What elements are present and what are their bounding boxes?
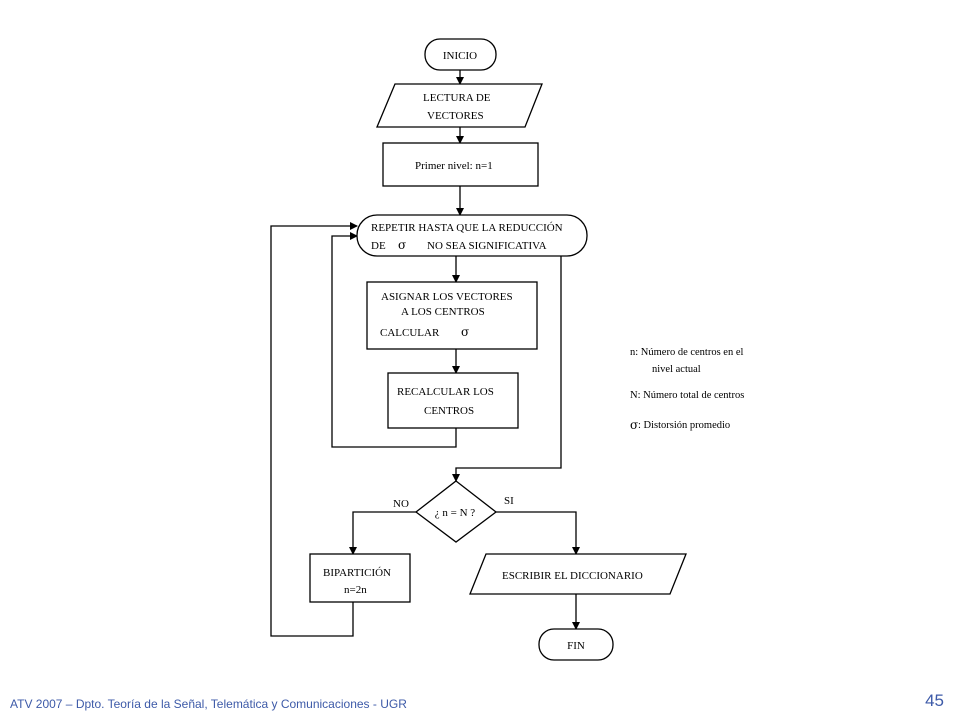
recalc-centers-node: RECALCULAR LOS CENTROS	[387, 372, 519, 429]
page-number: 45	[925, 691, 944, 710]
connectors	[270, 70, 580, 637]
legend-sigma-text: : Distorsión promedio	[638, 420, 730, 431]
sigma-symbol: σ	[461, 325, 469, 339]
decision-node: ¿ n = N ?	[414, 480, 498, 543]
start-label: INICIO	[443, 50, 477, 62]
legend-N-line: N: Número total de centros	[630, 390, 744, 401]
legend: n: Número de centros en el nivel actual …	[630, 347, 744, 432]
start-node: INICIO	[424, 38, 497, 71]
loop-label-line2: NO SEA SIGNIFICATIVA	[427, 240, 547, 252]
init-label: Primer nivel: n=1	[415, 160, 493, 172]
assign-vectors-node: ASIGNAR LOS VECTORES A LOS CENTROS CALCU…	[366, 281, 538, 350]
legend-n-line2: nivel actual	[652, 364, 701, 375]
bipartition-node: BIPARTICIÓN n=2n	[309, 553, 411, 603]
loop-label-line1: REPETIR HASTA QUE LA REDUCCIÓN	[371, 222, 563, 234]
write-dictionary-node: ESCRIBIR EL DICCIONARIO	[469, 553, 687, 595]
write-label: ESCRIBIR EL DICCIONARIO	[502, 570, 643, 582]
end-node: FIN	[538, 628, 614, 661]
loop-label-de: DE	[371, 240, 386, 252]
split-label-line1: BIPARTICIÓN	[323, 567, 391, 579]
assign-label-line1: ASIGNAR LOS VECTORES	[381, 291, 513, 303]
read-vectors-node: LECTURA DE VECTORES	[376, 83, 543, 128]
split-label-line2: n=2n	[344, 584, 367, 596]
init-level-node: Primer nivel: n=1	[382, 142, 539, 187]
decision-label: ¿ n = N ?	[435, 507, 476, 519]
legend-n-line1: n: Número de centros en el	[630, 347, 744, 358]
read-label-line2: VECTORES	[427, 110, 484, 122]
assign-calc-label: CALCULAR	[380, 327, 440, 339]
assign-label-line2: A LOS CENTROS	[401, 306, 485, 318]
no-branch-label: NO	[393, 498, 409, 510]
recalc-label-line1: RECALCULAR LOS	[397, 386, 494, 398]
legend-sigma-symbol: σ	[630, 418, 638, 432]
repeat-loop-node: REPETIR HASTA QUE LA REDUCCIÓN DE σ NO S…	[356, 214, 588, 257]
end-label: FIN	[567, 640, 585, 652]
sigma-symbol: σ	[398, 238, 406, 252]
recalc-label-line2: CENTROS	[424, 405, 474, 417]
read-label-line1: LECTURA DE	[423, 92, 491, 104]
footer-credit: ATV 2007 – Dpto. Teoría de la Señal, Tel…	[10, 697, 407, 711]
yes-branch-label: SI	[504, 495, 514, 507]
